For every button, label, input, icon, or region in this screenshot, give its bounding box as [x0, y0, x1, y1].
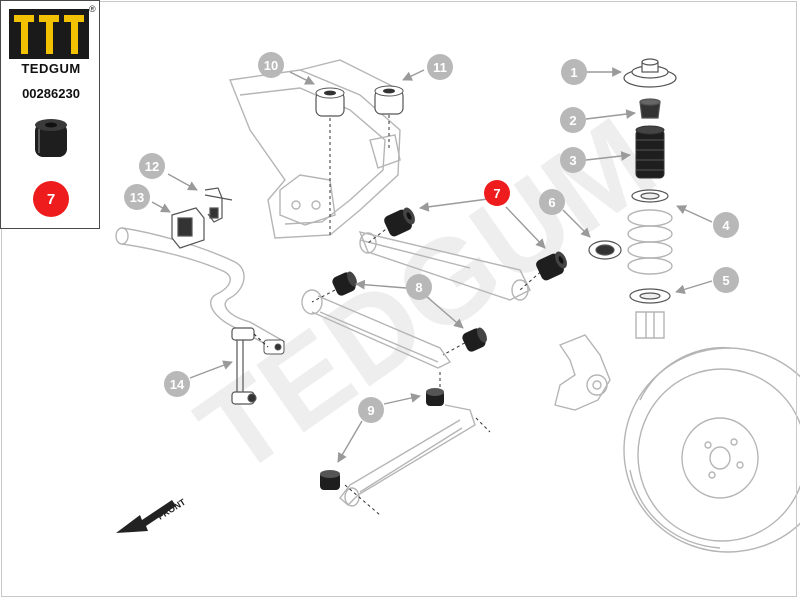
leader-lines [151, 67, 713, 463]
bump-stop-2 [639, 98, 661, 119]
callout-1[interactable]: 1 [561, 59, 587, 85]
callout-14[interactable]: 14 [164, 371, 190, 397]
bushing-thumbnail [35, 119, 67, 157]
dust-boot-3 [635, 125, 665, 179]
tedgum-logo-icon [9, 9, 89, 59]
strut-body [635, 311, 665, 339]
callout-11-label: 11 [433, 60, 447, 75]
subframe-bushing-11 [374, 85, 404, 115]
callout-13[interactable]: 13 [124, 184, 150, 210]
callout-7[interactable]: 7 [484, 180, 510, 206]
lower-arm-bushing-8a [332, 271, 357, 296]
registered-mark: ® [89, 4, 96, 14]
callout-13-label: 13 [130, 190, 144, 205]
callout-5[interactable]: 5 [713, 267, 739, 293]
strut-top-mount-1 [623, 58, 677, 88]
part-number: 00286230 [22, 86, 80, 101]
subframe-drawing [229, 59, 401, 239]
upper-control-arm [358, 231, 531, 301]
callout-8-label: 8 [415, 280, 422, 295]
lower-link-arm [301, 289, 452, 369]
highlight-position-badge: 7 [33, 181, 69, 217]
lower-arm-dashes [311, 289, 471, 356]
coil-spring [627, 209, 673, 275]
control-arm-bushing-7a [384, 207, 415, 237]
control-arm-dashes [367, 225, 546, 291]
stabilizer-link-14 [231, 327, 269, 405]
callout-4[interactable]: 4 [713, 212, 739, 238]
callout-12[interactable]: 12 [139, 153, 165, 179]
wheel-knuckle [554, 334, 611, 411]
spring-seat-4 [631, 189, 669, 203]
stabilizer-bar [115, 227, 286, 353]
lower-arm-bushing-8b [462, 327, 487, 352]
bearing-6 [588, 240, 622, 260]
callout-14-label: 14 [170, 377, 185, 392]
stabilizer-clamp-12 [204, 187, 233, 223]
trailing-link-bushing-9b [320, 470, 340, 490]
subframe-mount-lines [329, 115, 390, 235]
callout-4-label: 4 [722, 218, 730, 233]
callout-8[interactable]: 8 [406, 274, 432, 300]
callout-2-label: 2 [569, 113, 576, 128]
callout-6[interactable]: 6 [539, 189, 565, 215]
callout-11[interactable]: 11 [427, 54, 453, 80]
wheel [623, 346, 800, 553]
callout-3-label: 3 [569, 153, 576, 168]
control-arm-bushing-7b [536, 251, 567, 281]
subframe-bushing-10 [315, 87, 345, 117]
brand-panel: ® TEDGUM 00286230 7 [0, 0, 100, 229]
stabilizer-bar-end [263, 339, 285, 355]
stabilizer-bushing-13 [171, 207, 205, 249]
callout-2[interactable]: 2 [560, 107, 586, 133]
callout-12-label: 12 [145, 159, 159, 174]
callout-7-label: 7 [493, 186, 500, 201]
brand-name: TEDGUM [21, 61, 81, 76]
spring-seat-5 [629, 288, 671, 304]
callout-9[interactable]: 9 [358, 397, 384, 423]
callout-3[interactable]: 3 [560, 147, 586, 173]
callout-6-label: 6 [548, 195, 555, 210]
callout-1-label: 1 [570, 65, 577, 80]
callout-9-label: 9 [367, 403, 374, 418]
callout-10-label: 10 [264, 58, 278, 73]
callout-5-label: 5 [722, 273, 729, 288]
callout-10[interactable]: 10 [258, 52, 284, 78]
front-direction-arrow: FRONT [116, 497, 188, 533]
trailing-link-bushing-9a [426, 388, 444, 406]
